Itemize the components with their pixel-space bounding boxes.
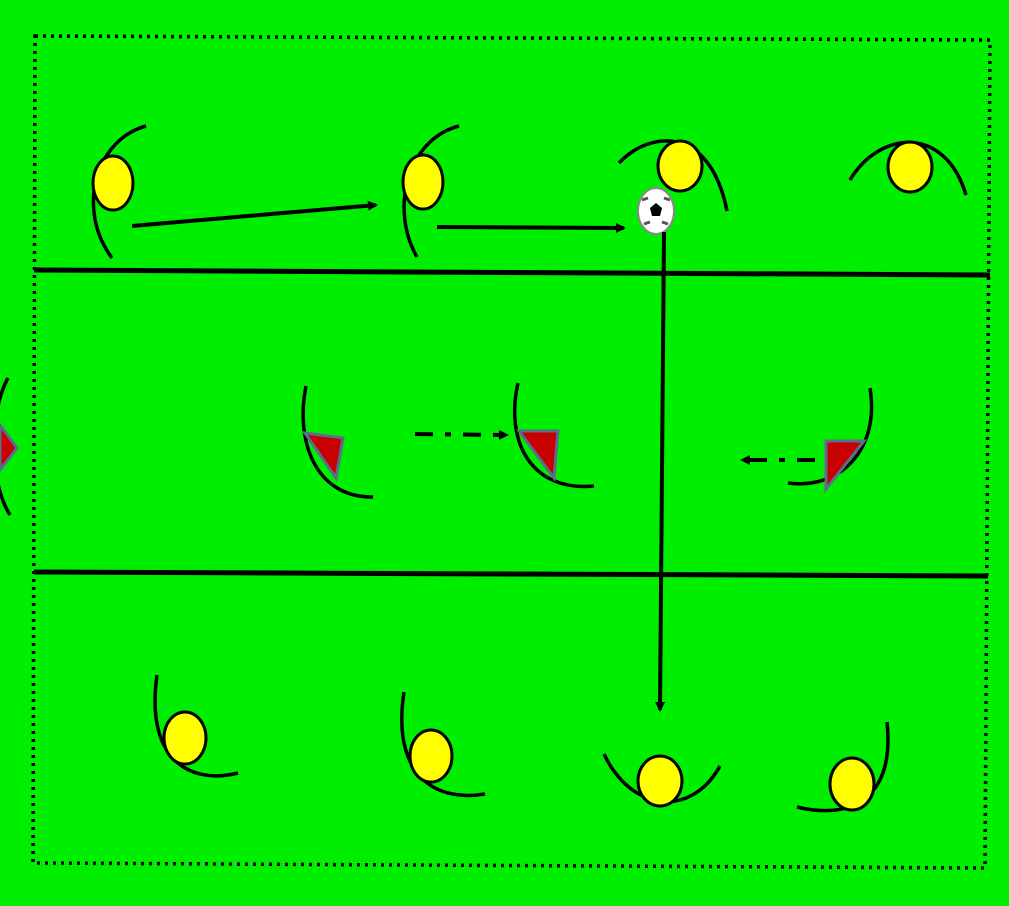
defender-4 xyxy=(787,387,874,494)
attacker-marker xyxy=(636,754,684,808)
defender-marker xyxy=(516,429,560,483)
attacker-bottom-1 xyxy=(153,674,239,778)
body-arc xyxy=(301,385,374,499)
attacker-bottom-3 xyxy=(602,753,722,808)
attacker-marker xyxy=(656,139,704,193)
zone-divider-top xyxy=(33,267,991,278)
zone-divider-bottom xyxy=(33,569,989,579)
defender-marker xyxy=(0,422,19,473)
defender-marker xyxy=(824,439,868,494)
body-arc xyxy=(0,377,12,516)
defender-3 xyxy=(513,382,595,489)
defender-run-arrow-1 xyxy=(414,429,509,440)
attacker-marker xyxy=(886,140,934,194)
defender-2 xyxy=(301,385,374,499)
attacker-top-1 xyxy=(91,124,147,260)
soccer-ball-icon xyxy=(637,187,675,235)
field-boundary xyxy=(31,34,992,870)
attacker-marker xyxy=(401,153,445,211)
attacker-bottom-2 xyxy=(400,691,486,798)
pass-arrow-3 xyxy=(655,231,666,712)
defender-1 xyxy=(0,377,19,516)
attacker-top-4 xyxy=(848,140,968,196)
attacker-marker xyxy=(91,154,135,212)
pass-arrow-2 xyxy=(436,222,626,233)
body-arc xyxy=(513,382,595,489)
attacker-bottom-4 xyxy=(796,721,890,813)
body-arc xyxy=(787,387,874,486)
attacker-top-2 xyxy=(401,124,460,258)
attacker-marker xyxy=(828,756,876,812)
attacker-marker xyxy=(162,710,208,766)
defender-marker xyxy=(301,431,345,482)
pass-arrow-1 xyxy=(131,200,378,228)
attacker-top-3 xyxy=(617,139,729,212)
attacker-marker xyxy=(408,728,454,784)
